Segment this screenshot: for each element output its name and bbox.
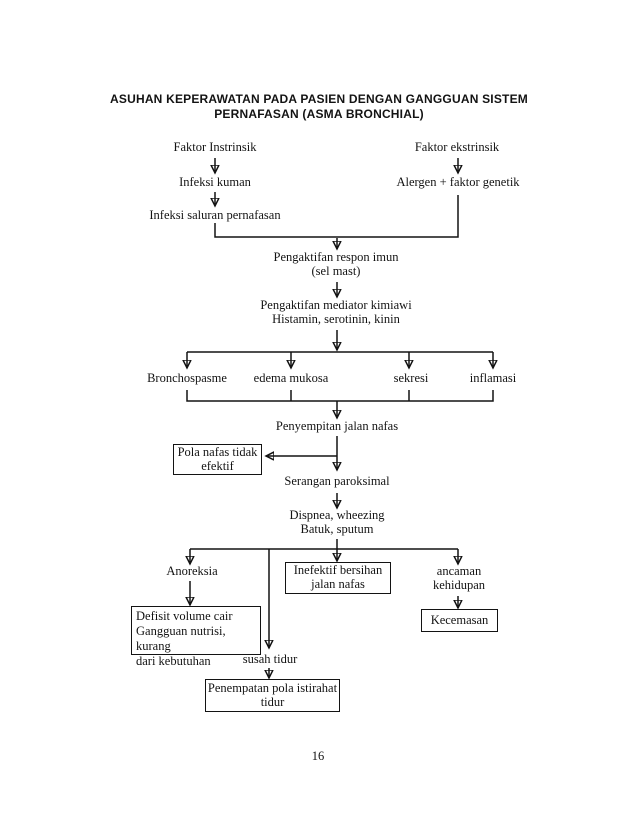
node-faktor-ekstrinsik: Faktor ekstrinsik: [414, 140, 500, 154]
node-faktor-instrinsik: Faktor Instrinsik: [173, 140, 257, 154]
page-number: 16: [311, 749, 325, 763]
node-penyempitan-jalan-nafas: Penyempitan jalan nafas: [275, 419, 399, 433]
node-ancaman-kehidupan: ancaman kehidupan: [432, 564, 486, 592]
box-penempatan-pola-istirahat-tidur: Penempatan pola istirahat tidur: [205, 679, 340, 712]
node-sekresi: sekresi: [393, 371, 429, 385]
box-inefektif-bersihan-jalan-nafas: Inefektif bersihan jalan nafas: [285, 562, 391, 594]
page-title: ASUHAN KEPERAWATAN PADA PASIEN DENGAN GA…: [110, 92, 528, 121]
box-kecemasan: Kecemasan: [421, 609, 498, 632]
node-pengaktifan-mediator-kimiawi: Pengaktifan mediator kimiawi Histamin, s…: [260, 298, 412, 326]
node-dispnea-wheezing-batuk-sputum: Dispnea, wheezing Batuk, sputum: [289, 508, 385, 536]
node-serangan-paroksimal: Serangan paroksimal: [284, 474, 390, 488]
node-alergen-faktor-genetik: Alergen + faktor genetik: [396, 175, 520, 189]
node-susah-tidur: susah tidur: [242, 652, 298, 666]
node-inflamasi: inflamasi: [469, 371, 517, 385]
node-infeksi-kuman: Infeksi kuman: [179, 175, 251, 189]
box-pola-nafas-tidak-efektif: Pola nafas tidak efektif: [173, 444, 262, 475]
box-defisit-volume-cair: Defisit volume cair Gangguan nutrisi, ku…: [131, 606, 261, 668]
node-infeksi-saluran-pernafasan: Infeksi saluran pernafasan: [149, 208, 281, 222]
node-edema-mukosa: edema mukosa: [253, 371, 329, 385]
node-pengaktifan-respon-imun: Pengaktifan respon imun (sel mast): [273, 250, 399, 278]
node-anoreksia: Anoreksia: [166, 564, 218, 578]
node-bronchospasme: Bronchospasme: [147, 371, 227, 385]
